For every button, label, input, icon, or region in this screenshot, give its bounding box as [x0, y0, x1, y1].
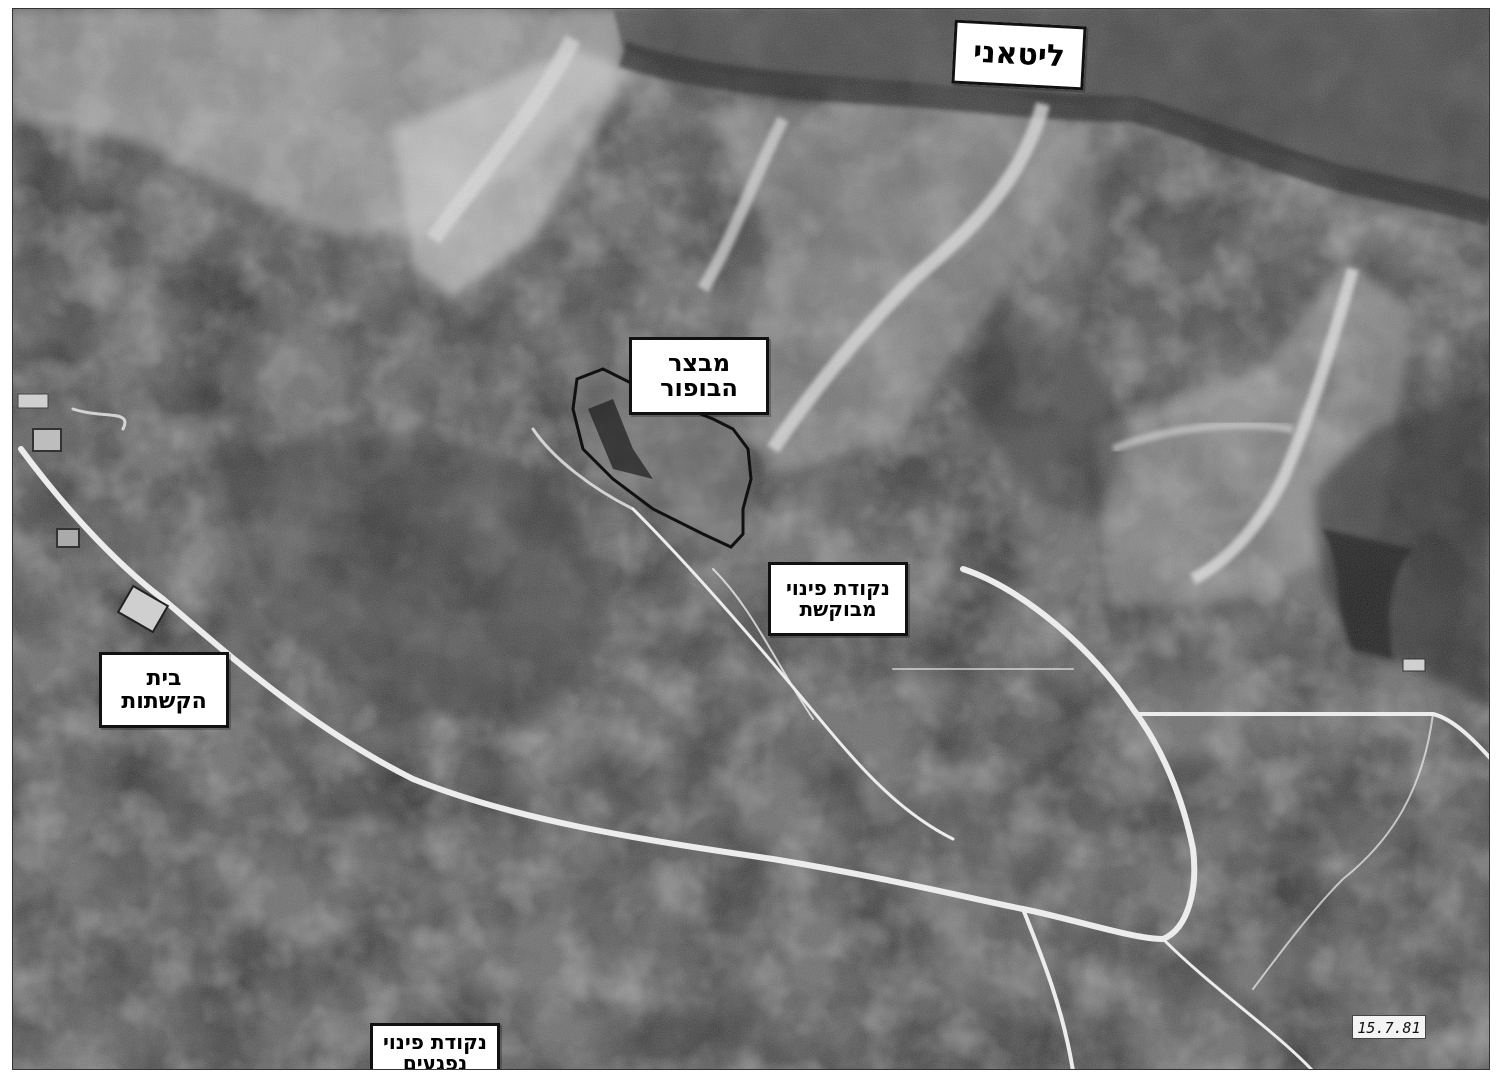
label-litani: ליטאני — [951, 19, 1087, 91]
aerial-photo: ליטאני מבצר הבופור נקודת פינוי מבוקשת בי… — [12, 8, 1490, 1070]
road-southeast — [1161, 937, 1314, 1069]
label-fortress-line2: הבופור — [660, 374, 738, 402]
label-arches-house: בית הקשתות — [99, 652, 229, 728]
main-road — [18, 446, 1198, 942]
track-4 — [71, 407, 127, 431]
building-east — [1402, 658, 1426, 672]
label-evac-wounded-line1: נקודת פינוי — [383, 1030, 487, 1054]
aerial-terrain — [13, 9, 1489, 1069]
fortress-shadow — [588, 399, 653, 479]
road-south — [1021, 907, 1075, 1069]
film-grain — [13, 9, 1489, 1069]
buildings — [17, 393, 1426, 672]
road-network — [18, 407, 1489, 1069]
label-litani-text: ליטאני — [972, 34, 1066, 75]
label-beaufort-fortress: מבצר הבופור — [629, 337, 769, 415]
label-fortress-line1: מבצר — [667, 348, 731, 377]
label-casualty-evac-point: נקודת פינוי נפגעים — [370, 1023, 500, 1070]
date-stamp: 15.7.81 — [1352, 1015, 1426, 1039]
label-house-line2: הקשתות — [121, 689, 207, 714]
building-west-2 — [56, 528, 80, 548]
track-3 — [531, 427, 635, 511]
label-house-line1: בית — [146, 665, 182, 691]
building-west-1 — [32, 428, 62, 452]
label-evac-req-line2: מבוקשת — [799, 597, 877, 621]
label-evac-req-line1: נקודת פינוי — [786, 576, 890, 600]
label-requested-evac-point: נקודת פינוי מבוקשת — [768, 562, 908, 636]
track-5 — [1252, 713, 1434, 990]
track-1 — [631, 507, 955, 841]
track-2 — [712, 568, 814, 720]
label-evac-wounded-line2: נפגעים — [402, 1051, 468, 1070]
building-arches — [116, 584, 170, 634]
building-west-3 — [17, 393, 49, 409]
